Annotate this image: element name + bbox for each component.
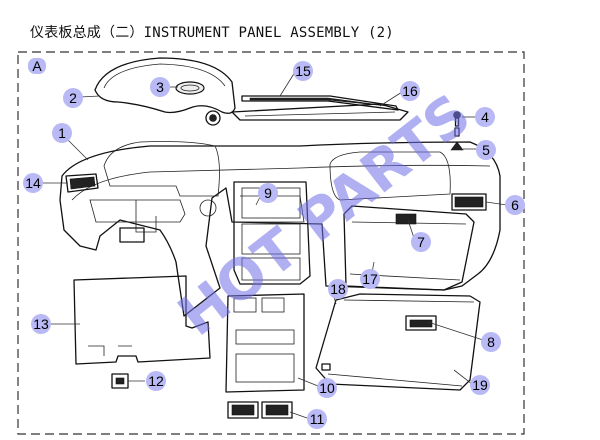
- svg-text:18: 18: [330, 281, 346, 297]
- svg-text:1: 1: [58, 125, 66, 141]
- center-panel-part: [225, 293, 305, 393]
- svg-text:11: 11: [310, 411, 325, 427]
- svg-text:17: 17: [362, 271, 378, 287]
- view-label-a: A: [28, 58, 46, 74]
- callout-11: 11: [307, 409, 327, 429]
- callout-16: 16: [400, 81, 420, 101]
- watermark: HOT PARTS: [167, 82, 483, 349]
- dashed-frame: [17, 51, 525, 435]
- svg-text:9: 9: [264, 185, 272, 201]
- svg-text:4: 4: [481, 109, 489, 125]
- screw-part: [453, 111, 461, 127]
- svg-text:3: 3: [156, 79, 164, 95]
- switch-part: [111, 373, 129, 389]
- callout-13: 13: [31, 314, 51, 334]
- svg-text:19: 19: [472, 377, 488, 393]
- callout-14: 14: [23, 173, 43, 193]
- latch-part: [321, 363, 331, 371]
- defroster-strip-part: [241, 95, 399, 111]
- callout-4: 4: [475, 107, 495, 127]
- diagram-title: 仪表板总成（二）INSTRUMENT PANEL ASSEMBLY (2): [30, 25, 394, 41]
- lower-vents-part: [227, 401, 293, 419]
- callout-10: 10: [317, 378, 337, 398]
- svg-text:5: 5: [482, 142, 490, 158]
- clip-part: [450, 127, 464, 151]
- callout-12: 12: [146, 371, 166, 391]
- cluster-hood-part: [94, 57, 236, 126]
- callout-18: 18: [328, 279, 348, 299]
- glovebox-door-part: [315, 293, 481, 391]
- cluster-lens-part: [175, 81, 205, 95]
- lower-cover-part: [73, 275, 211, 365]
- callout-1: 1: [52, 123, 72, 143]
- right-vent-part: [451, 193, 487, 211]
- callout-3: 3: [150, 77, 170, 97]
- callout-2: 2: [63, 88, 83, 108]
- instrument-panel-part: [59, 141, 501, 317]
- callout-8: 8: [481, 332, 501, 352]
- callout-9: 9: [258, 183, 278, 203]
- svg-text:7: 7: [417, 234, 425, 250]
- callout-6: 6: [505, 195, 525, 215]
- svg-text:10: 10: [319, 380, 335, 396]
- svg-text:A: A: [32, 58, 42, 74]
- callout-15: 15: [293, 61, 313, 81]
- callout-7: 7: [411, 232, 431, 252]
- svg-text:6: 6: [511, 197, 519, 213]
- left-vent-part: [65, 173, 99, 193]
- svg-text:8: 8: [487, 334, 495, 350]
- svg-text:13: 13: [33, 316, 49, 332]
- svg-text:15: 15: [295, 63, 311, 79]
- svg-text:14: 14: [25, 175, 41, 191]
- svg-text:2: 2: [69, 90, 77, 106]
- svg-text:16: 16: [402, 83, 418, 99]
- callout-5: 5: [476, 140, 496, 160]
- defroster-duct-part: [231, 103, 409, 121]
- svg-text:12: 12: [148, 373, 164, 389]
- callout-17: 17: [360, 269, 380, 289]
- callout-19: 19: [470, 375, 490, 395]
